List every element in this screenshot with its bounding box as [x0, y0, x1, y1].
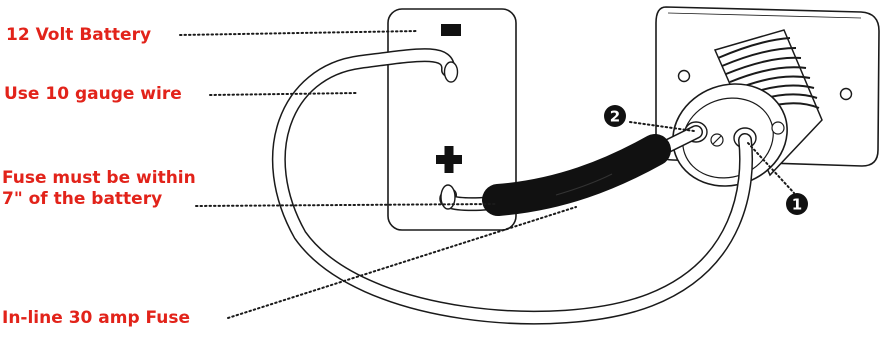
callout-two: 2 [604, 105, 626, 127]
negative-wire [271, 48, 754, 325]
mount-screw-left [677, 69, 691, 83]
leader-one [747, 142, 795, 194]
leader-battery [179, 30, 419, 36]
leader-inline-fuse [227, 206, 577, 319]
fuse-distance-label: Fuse must be within 7" of the battery [2, 168, 196, 210]
fuse-distance-line1: Fuse must be within [2, 168, 196, 188]
battery-label: 12 Volt Battery [6, 25, 152, 45]
leader-two [629, 121, 695, 132]
leader-fuse-within [195, 203, 497, 207]
battery-plate [387, 8, 517, 231]
negative-terminal-icon [441, 24, 461, 36]
leader-gauge [209, 92, 358, 96]
inline-fuse [482, 134, 671, 216]
mount-screw-right [839, 87, 853, 101]
fuse-distance-line2: 7" of the battery [2, 189, 163, 209]
leader-lines [179, 30, 795, 319]
callout-one-text: 1 [792, 196, 802, 214]
callout-two-text: 2 [610, 108, 620, 126]
inline-fuse-label: In-line 30 amp Fuse [2, 308, 191, 328]
callout-one: 1 [786, 193, 808, 215]
positive-terminal-icon [436, 146, 462, 173]
wire-gauge-label: Use 10 gauge wire [4, 84, 182, 104]
